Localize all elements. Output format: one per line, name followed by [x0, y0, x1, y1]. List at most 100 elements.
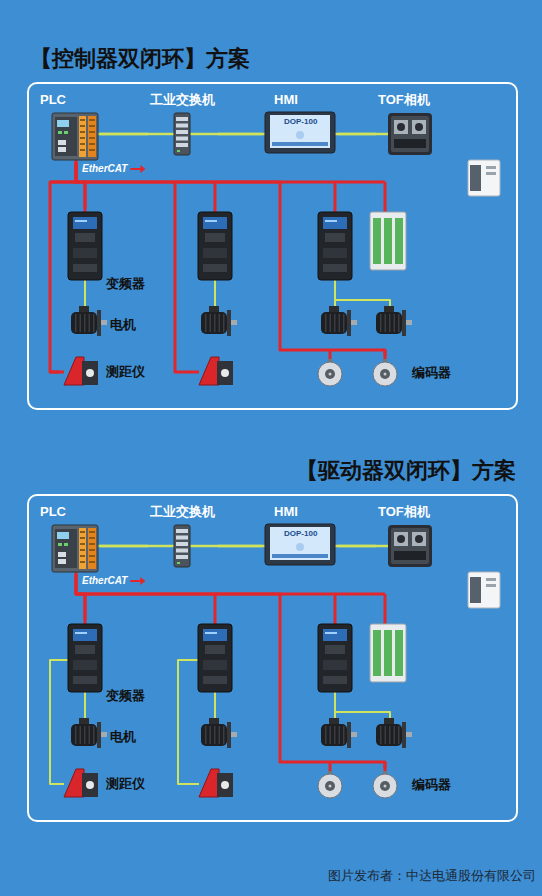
plc-screw: [89, 549, 95, 551]
camera-device: TOF相机: [376, 504, 438, 570]
plc-led: [64, 543, 68, 546]
rangefinder-housing: [64, 357, 84, 385]
drive-readout: [75, 632, 87, 634]
drive-plate: [203, 264, 227, 272]
cable-wire: [214, 594, 217, 625]
bus-label: EtherCAT: [82, 163, 127, 175]
encoder-device: 编码器: [370, 768, 462, 802]
encoder-body: [318, 774, 342, 798]
drive-display: [203, 217, 227, 229]
rangefinder-body: [217, 773, 233, 797]
motor-fin: [398, 314, 400, 332]
drive-readout: [325, 632, 337, 634]
io-terminal: [395, 630, 403, 676]
camera-lens: [397, 535, 405, 543]
plc-body: [52, 113, 98, 160]
cable-wire: [98, 545, 390, 548]
plc-terminal: [88, 528, 96, 569]
cable-wire: [335, 712, 390, 722]
motor-fin: [219, 726, 221, 744]
drive-body: [198, 624, 232, 692]
motor-fin: [84, 726, 86, 744]
device-label: 变频器: [106, 688, 145, 704]
panel-frame: [27, 82, 518, 410]
motor-fin: [385, 314, 387, 332]
plc-device: PLC: [38, 92, 100, 162]
plc-screen: [57, 532, 69, 539]
panel-frame: [27, 494, 518, 822]
motor-terminal-box: [209, 306, 219, 312]
drive-readout: [325, 220, 337, 222]
bus-arrow: [130, 165, 145, 173]
encoder-shaft: [329, 785, 332, 788]
camera-body: [388, 113, 432, 155]
drive-display: [73, 629, 97, 641]
cable-wire: [334, 692, 336, 722]
drive-keypad: [205, 645, 225, 654]
cable-connector: [50, 660, 66, 784]
plc-led: [58, 543, 62, 546]
motor-terminal-box: [329, 306, 339, 312]
drive-keypad: [205, 233, 225, 242]
plc-body: [52, 525, 98, 572]
hmi-bar: [272, 554, 328, 558]
encoder-shaft: [384, 373, 387, 376]
io-terminal: [395, 218, 403, 264]
motor-fin: [343, 314, 345, 332]
cable-wire: [214, 182, 217, 213]
io-terminal: [373, 630, 381, 676]
power-body: [468, 160, 500, 196]
motor-terminal-box: [384, 718, 394, 724]
plc-terminal: [88, 116, 96, 157]
camera-window: [394, 120, 408, 134]
motor-fin: [394, 726, 396, 744]
io-terminal: [384, 218, 392, 264]
switch-body: [174, 525, 190, 567]
switch-port: [176, 130, 188, 134]
device-label: PLC: [40, 92, 66, 108]
motor-flange: [97, 310, 101, 336]
plc-screw: [89, 131, 95, 133]
plc-screw: [89, 125, 95, 127]
drive-device: 变频器: [66, 620, 152, 708]
switch-port: [176, 549, 188, 553]
drive-body: [318, 624, 352, 692]
rangefinder-body: [82, 773, 98, 797]
motor-flange: [402, 310, 406, 336]
device-label: 电机: [110, 729, 136, 745]
camera-window: [412, 120, 426, 134]
hmi-bar: [272, 142, 328, 146]
motor-fin: [84, 314, 86, 332]
encoder-body: [373, 774, 397, 798]
encoder-hub: [380, 781, 390, 791]
motor-fin: [219, 314, 221, 332]
device-label: 测距仪: [106, 364, 145, 380]
encoder-device: 编码器: [370, 356, 462, 390]
encoder-body: [318, 362, 342, 386]
encoder-body: [373, 362, 397, 386]
drive-keypad: [75, 645, 95, 654]
device-label: 电机: [110, 317, 136, 333]
cable-wire: [334, 280, 336, 310]
power-mark: [486, 584, 496, 587]
motor-fin: [93, 726, 95, 744]
motor-flange: [347, 310, 351, 336]
hmi-screen: [270, 115, 330, 148]
plc-screw: [80, 119, 85, 121]
cable-wire: [384, 594, 387, 625]
drive-panel: [203, 248, 227, 258]
plc-screw: [80, 137, 85, 139]
encoder-shaft: [384, 785, 387, 788]
plc-led: [58, 131, 62, 134]
switch-led: [177, 562, 180, 564]
device-label: HMI: [274, 92, 298, 108]
motor-shaft: [351, 320, 357, 325]
camera-lens: [397, 123, 405, 131]
plc-screw: [80, 143, 85, 145]
device-label: HMI: [274, 504, 298, 520]
bus-label: EtherCAT: [82, 575, 127, 587]
power-stripe: [470, 165, 481, 191]
cable-wire: [84, 280, 86, 310]
drive-plate: [73, 264, 97, 272]
